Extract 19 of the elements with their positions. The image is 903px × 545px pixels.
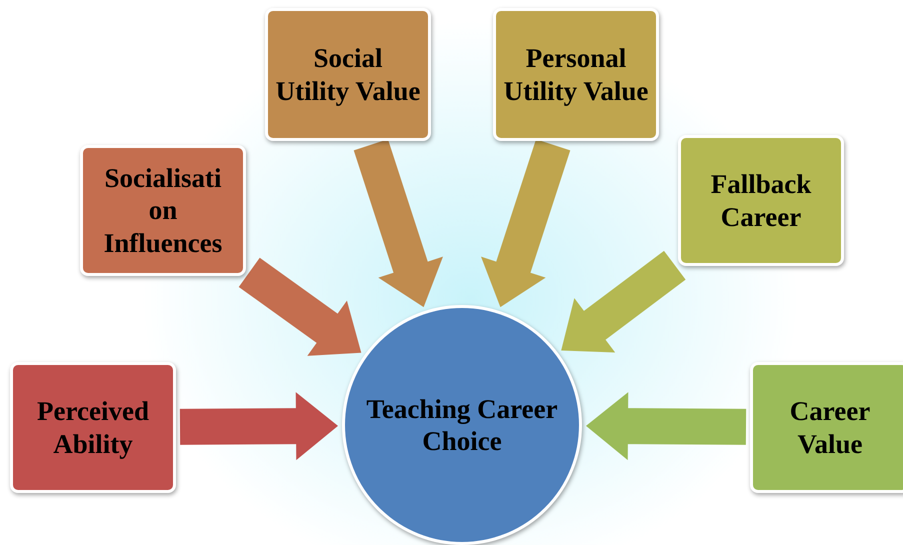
node-label: Socialisati on Influences [102, 162, 224, 260]
node-label: Fallback Career [710, 168, 812, 233]
box-node [678, 135, 844, 266]
box-node [10, 362, 176, 493]
block-arrow [561, 250, 686, 353]
block-arrow [481, 139, 570, 308]
block-arrow [586, 392, 746, 460]
box-node [493, 8, 659, 141]
box-node [750, 362, 903, 493]
block-arrow [238, 258, 362, 356]
node-label: Career Value [788, 395, 872, 460]
box-node [265, 8, 431, 141]
node-label: Teaching Career Choice [365, 392, 559, 458]
node-label: Personal Utility Value [502, 42, 650, 107]
node-label: Social Utility Value [274, 42, 422, 107]
node-label: Perceived Ability [36, 395, 150, 460]
box-node [80, 145, 246, 276]
block-arrow [180, 392, 338, 460]
block-arrow [354, 139, 443, 308]
